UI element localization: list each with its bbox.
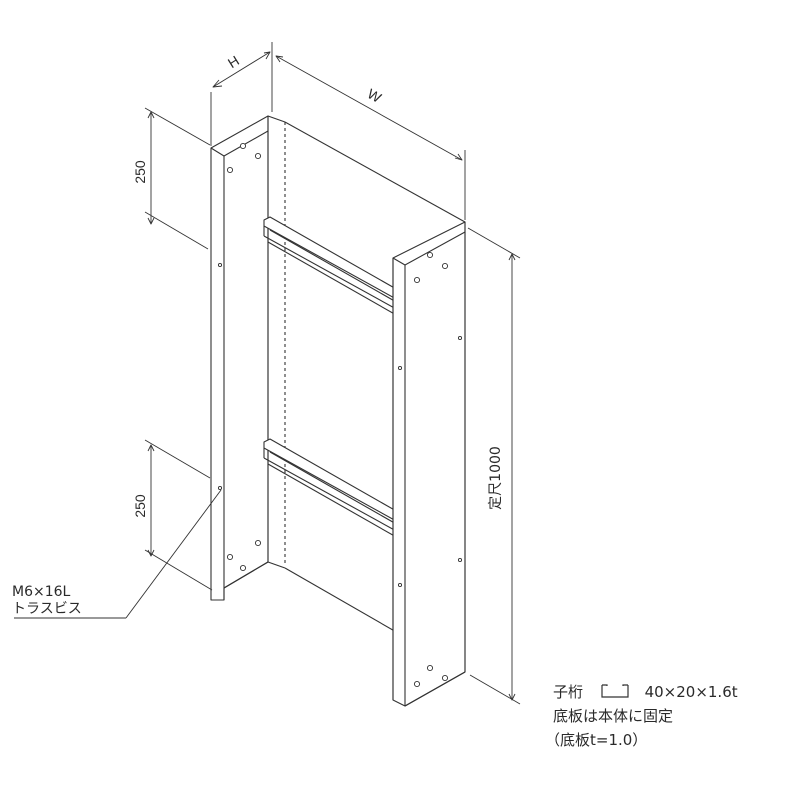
base-plate-thickness-note: （底板t=1.0） — [545, 731, 648, 749]
hole-icon — [457, 557, 463, 563]
dimension-bottom-250-label: 250 — [132, 494, 148, 518]
hole-icon — [397, 365, 403, 371]
dimension-height-label: 定尺1000 — [488, 446, 504, 510]
screw-size-label: M6×16L — [12, 584, 71, 600]
left-side-panel — [210, 115, 269, 601]
base-plate-note: 底板は本体に固定 — [553, 707, 674, 725]
dimension-bottom-250 — [144, 439, 213, 591]
hole-icon — [413, 276, 421, 284]
dimension-top-250 — [144, 107, 211, 250]
hole-icon — [426, 664, 434, 672]
spec-notes: 子桁 40×20×1.6t 底板は本体に固定 （底板t=1.0） — [545, 680, 738, 752]
hole-icon — [441, 674, 449, 682]
purlin-size: 40×20×1.6t — [644, 683, 738, 701]
hole-icon — [239, 142, 247, 150]
hole-icon — [457, 335, 463, 341]
hole-icon — [217, 262, 223, 268]
dimension-h-label: H — [225, 52, 242, 71]
hole-icon — [226, 166, 234, 174]
hole-icon — [397, 582, 403, 588]
lower-purlin-rail — [263, 438, 399, 539]
hole-icon — [254, 152, 262, 160]
hole-icon — [441, 262, 449, 270]
hole-icon — [226, 553, 234, 561]
hole-icon — [426, 251, 434, 259]
dimension-w-label: W — [365, 85, 385, 106]
dimension-h — [210, 42, 273, 146]
back-panel — [267, 115, 466, 634]
screw-callout: M6×16L トラスビス — [12, 584, 82, 618]
dimension-top-250-label: 250 — [132, 160, 148, 184]
upper-purlin-rail — [263, 216, 399, 317]
purlin-spec-row: 子桁 40×20×1.6t — [553, 680, 738, 704]
right-side-panel — [392, 221, 466, 707]
hole-icon — [413, 680, 421, 688]
purlin-label: 子桁 — [553, 683, 584, 701]
hole-icon — [217, 485, 223, 491]
dimension-w — [275, 55, 466, 220]
hole-icon — [254, 539, 262, 547]
bolt-holes — [217, 142, 463, 688]
hole-icon — [239, 564, 247, 572]
dimension-height-1000 — [467, 227, 521, 705]
screw-type-label: トラスビス — [12, 601, 82, 617]
channel-section-icon — [601, 684, 629, 698]
screw-callout-leader — [14, 489, 222, 619]
